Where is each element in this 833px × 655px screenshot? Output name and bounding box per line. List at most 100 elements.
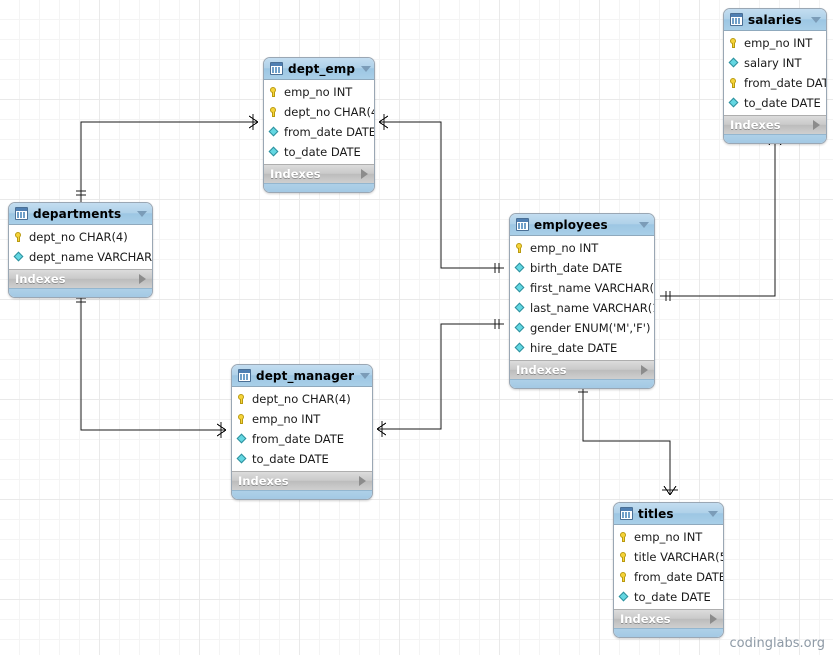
column-row[interactable]: title VARCHAR(50)	[614, 547, 723, 567]
key-icon	[515, 242, 526, 254]
diamond-icon	[619, 591, 630, 603]
chevron-down-icon[interactable]	[811, 16, 821, 23]
column-label: from_date DATE	[284, 125, 375, 139]
column-row[interactable]: hire_date DATE	[510, 338, 654, 358]
column-label: dept_no CHAR(4)	[29, 230, 128, 244]
triangle-right-icon[interactable]	[710, 614, 717, 624]
triangle-right-icon[interactable]	[361, 169, 368, 179]
column-label: to_date DATE	[252, 452, 329, 466]
indexes-row-departments[interactable]: Indexes	[9, 269, 152, 288]
table-footer	[264, 183, 374, 192]
column-label: emp_no INT	[744, 36, 813, 50]
column-row[interactable]: emp_no INT	[232, 409, 372, 429]
table-footer	[510, 379, 654, 388]
diamond-icon	[269, 146, 280, 158]
chevron-down-icon[interactable]	[639, 221, 649, 228]
key-icon	[269, 106, 280, 118]
connector-employees-dept_emp	[378, 114, 504, 273]
column-row[interactable]: salary INT	[724, 53, 826, 73]
chevron-down-icon[interactable]	[137, 210, 147, 217]
table-salaries[interactable]: salaries emp_no INT salary INT from_date DA…	[723, 8, 827, 144]
column-row[interactable]: emp_no INT	[264, 82, 374, 102]
indexes-label: Indexes	[516, 363, 567, 377]
table-departments[interactable]: departments dept_no CHAR(4) dept_name VARC…	[8, 202, 153, 298]
triangle-right-icon[interactable]	[813, 120, 820, 130]
column-list-dept_emp: emp_no INT dept_no CHAR(4) from_date DATE t…	[264, 80, 374, 164]
triangle-right-icon[interactable]	[641, 365, 648, 375]
column-row[interactable]: last_name VARCHAR(16)	[510, 298, 654, 318]
diamond-icon	[269, 126, 280, 138]
column-row[interactable]: to_date DATE	[724, 93, 826, 113]
column-row[interactable]: emp_no INT	[614, 527, 723, 547]
column-row[interactable]: first_name VARCHAR(14)	[510, 278, 654, 298]
table-icon	[516, 218, 529, 231]
column-row[interactable]: to_date DATE	[264, 142, 374, 162]
table-dept_emp[interactable]: dept_emp emp_no INT dept_no CHAR(4) from_da…	[263, 57, 375, 193]
column-label: first_name VARCHAR(14)	[530, 281, 654, 295]
column-row[interactable]: from_date DATE	[724, 73, 826, 93]
table-header-employees[interactable]: employees	[510, 214, 654, 236]
column-row[interactable]: emp_no INT	[510, 238, 654, 258]
diamond-icon	[515, 322, 526, 334]
column-row[interactable]: dept_no CHAR(4)	[264, 102, 374, 122]
column-row[interactable]: from_date DATE	[264, 122, 374, 142]
key-icon	[619, 551, 630, 563]
column-label: emp_no INT	[252, 412, 321, 426]
diamond-icon	[237, 453, 248, 465]
table-footer	[614, 628, 723, 637]
table-name-label: dept_manager	[256, 368, 355, 383]
key-icon	[269, 86, 280, 98]
indexes-row-salaries[interactable]: Indexes	[724, 115, 826, 134]
indexes-row-employees[interactable]: Indexes	[510, 360, 654, 379]
table-header-departments[interactable]: departments	[9, 203, 152, 225]
indexes-row-dept_manager[interactable]: Indexes	[232, 471, 372, 490]
column-row[interactable]: dept_name VARCHAR(40)	[9, 247, 152, 267]
column-row[interactable]: dept_no CHAR(4)	[232, 389, 372, 409]
column-row[interactable]: to_date DATE	[614, 587, 723, 607]
diamond-icon	[515, 342, 526, 354]
key-icon	[729, 37, 740, 49]
table-header-dept_manager[interactable]: dept_manager	[232, 365, 372, 387]
column-row[interactable]: birth_date DATE	[510, 258, 654, 278]
chevron-down-icon[interactable]	[708, 510, 718, 517]
indexes-row-titles[interactable]: Indexes	[614, 609, 723, 628]
table-name-label: titles	[638, 506, 674, 521]
column-label: from_date DATE	[252, 432, 345, 446]
diamond-icon	[515, 262, 526, 274]
chevron-down-icon[interactable]	[360, 372, 371, 379]
table-dept_manager[interactable]: dept_manager dept_no CHAR(4) emp_no INT fro…	[231, 364, 373, 500]
diamond-icon	[729, 57, 740, 69]
key-icon	[237, 393, 248, 405]
indexes-label: Indexes	[620, 612, 671, 626]
column-row[interactable]: emp_no INT	[724, 33, 826, 53]
chevron-down-icon[interactable]	[361, 65, 372, 72]
diamond-icon	[14, 251, 25, 263]
column-label: to_date DATE	[744, 96, 821, 110]
indexes-label: Indexes	[238, 474, 289, 488]
column-label: gender ENUM('M','F')	[530, 321, 651, 335]
column-label: to_date DATE	[634, 590, 711, 604]
column-label: salary INT	[744, 56, 802, 70]
column-row[interactable]: to_date DATE	[232, 449, 372, 469]
triangle-right-icon[interactable]	[139, 274, 146, 284]
table-header-salaries[interactable]: salaries	[724, 9, 826, 31]
table-header-dept_emp[interactable]: dept_emp	[264, 58, 374, 80]
table-icon	[620, 507, 633, 520]
column-list-dept_manager: dept_no CHAR(4) emp_no INT from_date DATE t…	[232, 387, 372, 471]
indexes-row-dept_emp[interactable]: Indexes	[264, 164, 374, 183]
column-row[interactable]: dept_no CHAR(4)	[9, 227, 152, 247]
table-header-titles[interactable]: titles	[614, 503, 723, 525]
table-footer	[9, 288, 152, 297]
column-row[interactable]: gender ENUM('M','F')	[510, 318, 654, 338]
table-name-label: dept_emp	[288, 61, 356, 76]
column-row[interactable]: from_date DATE	[614, 567, 723, 587]
table-icon	[730, 13, 743, 26]
indexes-label: Indexes	[270, 167, 321, 181]
column-row[interactable]: from_date DATE	[232, 429, 372, 449]
column-label: dept_no CHAR(4)	[284, 105, 375, 119]
triangle-right-icon[interactable]	[359, 476, 366, 486]
